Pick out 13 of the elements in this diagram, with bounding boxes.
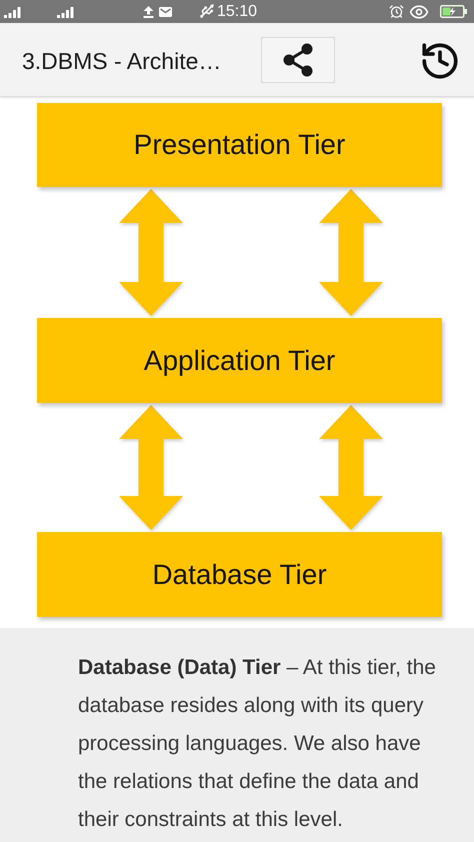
tier-label: Presentation Tier: [134, 128, 346, 162]
status-time: 15:10: [217, 2, 258, 21]
double-arrow: [119, 405, 183, 530]
tier-box: [37, 318, 442, 403]
double-arrow: [119, 189, 183, 316]
description-paragraph: Database (Data) Tier – At this tier, the database resides along with its query processing languages. We also have the relations that define the data and their constraints at this level.: [78, 655, 437, 833]
double-arrow: [319, 405, 383, 530]
page-title: 3.DBMS - Archite…: [22, 47, 222, 75]
tier-label: Database Tier: [152, 558, 327, 592]
tier-box: [37, 532, 442, 617]
tier-box: [37, 103, 442, 187]
double-arrow: [319, 189, 383, 316]
tier-label: Application Tier: [144, 344, 336, 378]
